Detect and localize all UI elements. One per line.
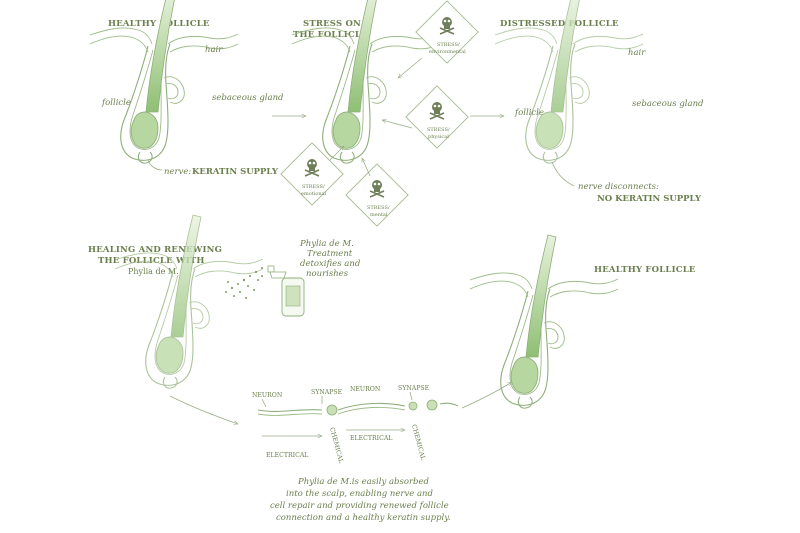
sebaceous-gland-label: sebaceous gland xyxy=(212,93,284,103)
arrow-mental xyxy=(361,158,371,177)
arrow-env xyxy=(398,57,423,78)
keratin-supply-label: KERATIN SUPPLY xyxy=(192,167,279,177)
healing-title-line1: HEALING AND RENEWING xyxy=(88,245,222,255)
distressed-follicle-label: follicle xyxy=(514,108,544,118)
spray-mist xyxy=(225,267,263,299)
distressed-title: DISTRESSED FOLLICLE xyxy=(500,19,619,29)
synapse1-label: SYNAPSE xyxy=(311,389,343,396)
healthy-bottom-title: HEALTHY FOLLICLE xyxy=(594,265,696,275)
sign-env-line2: environmental xyxy=(429,49,466,55)
neuron2-label: NEURON xyxy=(350,386,381,393)
nerve-disconnects-label: nerve disconnects: xyxy=(578,182,659,192)
synapse2-pointer xyxy=(409,391,413,401)
nerve-line xyxy=(147,159,163,171)
no-keratin-label: NO KERATIN SUPPLY xyxy=(597,194,702,204)
arrow-nerve-to-healthy xyxy=(461,382,512,409)
healthy-top-title: HEALTHY FOLLICLE xyxy=(108,19,210,29)
healing-title-line3: Phylia de M. xyxy=(128,267,179,276)
distressed-hair-label: hair xyxy=(628,48,646,58)
chemical1-label: CHEMICAL xyxy=(328,427,344,464)
stress-title-line2: THE FOLLICLE xyxy=(293,30,368,40)
sign-mental-line2: mental xyxy=(370,212,388,218)
arrow-emo xyxy=(329,146,344,161)
hair-label: hair xyxy=(205,45,223,55)
arrow-healing-to-nerve xyxy=(169,395,238,424)
healing-follicle-illustration xyxy=(114,214,264,389)
neuron1-pointer xyxy=(261,398,267,408)
treatment-line4: nourishes xyxy=(306,269,349,279)
sign-phys-line2: physical xyxy=(428,134,449,140)
treatment-line2: Treatment xyxy=(307,249,353,259)
sign-phys-line1: STRESS/ xyxy=(427,127,450,133)
spray-bottle-icon xyxy=(267,265,305,317)
chemical2-label: CHEMICAL xyxy=(410,424,426,461)
treatment-line1: Phylia de M. xyxy=(299,239,354,249)
renewed-follicle-illustration xyxy=(469,234,619,409)
synapse2-label: SYNAPSE xyxy=(398,385,430,392)
follicle-label: follicle xyxy=(101,98,131,108)
distressed-gland-label: sebaceous gland xyxy=(632,99,704,109)
arrow-phys xyxy=(382,120,413,129)
caption-line1: Phylia de M.is easily absorbed xyxy=(297,477,429,487)
caption-line3: cell repair and providing renewed follic… xyxy=(270,501,449,511)
electrical1-label: ELECTRICAL xyxy=(266,452,308,459)
sign-mental-line1: STRESS/ xyxy=(367,205,390,211)
disconnected-nerve xyxy=(551,161,575,187)
stress-title-line1: STRESS ON xyxy=(303,19,361,29)
sign-emo-line1: STRESS/ xyxy=(302,184,325,190)
electrical2-label: ELECTRICAL xyxy=(350,435,392,442)
neuron1-label: NEURON xyxy=(252,392,283,399)
caption-line2: into the scalp, enabling nerve and xyxy=(286,489,434,499)
sign-emo-line2: emotional xyxy=(301,191,327,197)
sign-env-line1: STRESS/ xyxy=(437,42,460,48)
neuron-diagram xyxy=(257,399,459,416)
nerve-label: nerve: xyxy=(164,167,191,177)
treatment-line3: detoxifies and xyxy=(300,259,361,269)
caption-line4: connection and a healthy keratin supply. xyxy=(276,513,451,523)
